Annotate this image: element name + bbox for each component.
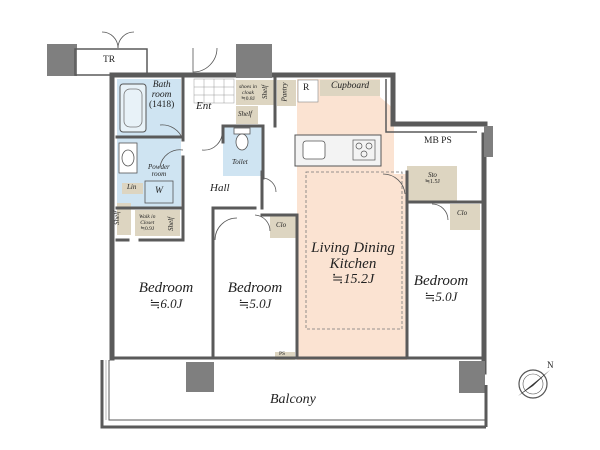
bedroom-2-name: Bedroom <box>227 280 283 296</box>
ldk-label: Living Dining Kitchen ≒15.2J <box>303 240 403 287</box>
balcony-label: Balcony <box>270 392 316 407</box>
shoes-cloak-fill <box>236 80 274 105</box>
bathroom-size: (1418) <box>149 99 175 110</box>
ldk-size: ≒15.2J <box>331 271 375 287</box>
ps-fill <box>275 352 295 360</box>
clo-label-bed2: Clo <box>276 221 287 229</box>
kitchen-sink <box>302 140 326 160</box>
bedroom-1-size: ≒6.0J <box>149 295 183 311</box>
powder-room-label: Powder room <box>148 163 170 179</box>
bedroom-3-name: Bedroom <box>413 273 469 289</box>
ldk-line2: Kitchen <box>329 255 377 272</box>
walkin-line2: Closet <box>140 220 155 227</box>
stove <box>352 139 376 161</box>
bathroom-line1: Bath <box>152 80 171 90</box>
bathtub <box>119 83 147 133</box>
sto-name: Sto <box>427 171 437 179</box>
shoes-size: ≒0.8J <box>241 96 255 103</box>
mb-ps-label: MB PS <box>424 136 452 146</box>
columns <box>47 44 493 393</box>
sto-fill <box>407 166 457 201</box>
ent-label: Ent <box>196 100 212 112</box>
shelf-left-fill <box>117 203 131 235</box>
bedroom-1-label: Bedroom ≒6.0J <box>126 280 206 311</box>
compass-icon <box>518 369 550 399</box>
walkin-line1: Walk in <box>139 214 156 220</box>
clo-2-fill <box>270 216 297 238</box>
shelf-label-top: Shelf <box>261 85 269 99</box>
shelf-fill <box>236 106 258 124</box>
shelf-label-walkin: Shelf <box>167 217 175 231</box>
toilet-label: Toilet <box>232 158 248 166</box>
tr-label: TR <box>103 55 116 65</box>
bedroom-1-name: Bedroom <box>138 280 194 296</box>
entrance-tiles <box>193 78 235 104</box>
trunk-room-frame <box>74 48 148 76</box>
toilet-fixture <box>233 127 251 151</box>
shoes-cloak-label: shoes in cloak ≒0.8J <box>239 84 257 102</box>
clo-label-bed3: Clo <box>457 209 468 217</box>
lin-fill <box>122 183 143 194</box>
hall-label: Hall <box>210 182 230 194</box>
cupboard-fill <box>320 80 380 96</box>
mb-ps-frame <box>385 79 477 133</box>
shelf-label-left: Shelf <box>113 211 121 225</box>
balcony-outline <box>100 360 488 429</box>
fridge-space <box>297 79 319 103</box>
linen-label: Lin <box>127 183 137 191</box>
bedroom-3-size: ≒5.0J <box>424 288 458 304</box>
sto-size: ≒1.5J <box>425 179 440 186</box>
washer-box <box>144 180 174 204</box>
bathroom-line2: room <box>151 89 172 100</box>
vanity-sink <box>118 142 138 174</box>
r-label: R <box>303 83 310 93</box>
walls <box>109 72 488 375</box>
shelf-label-entry: Shelf <box>238 110 252 118</box>
door-swings <box>101 31 449 241</box>
walkin-size: ≒0.9J <box>140 226 155 233</box>
ldk-line1: Living Dining <box>311 240 395 256</box>
ldk-dashed-area <box>305 171 403 330</box>
ps-label: PS <box>279 351 286 357</box>
shoes-line1: shoes in <box>239 84 257 90</box>
bedroom-2-size: ≒5.0J <box>238 295 272 311</box>
washer-label: W <box>155 186 163 196</box>
pantry-fill <box>277 80 296 106</box>
pantry-label: Pantry <box>280 82 289 102</box>
bathroom-label: Bath room (1418) <box>149 80 175 111</box>
powder-line1: Powder <box>148 163 170 171</box>
bedroom-3-label: Bedroom ≒5.0J <box>401 273 481 304</box>
bedroom-2-label: Bedroom ≒5.0J <box>215 280 295 311</box>
compass-n-label: N <box>547 360 554 370</box>
sto-label: Sto ≒1.5J <box>425 171 440 186</box>
cupboard-label: Cupboard <box>331 81 370 91</box>
shoes-line2: cloak <box>241 90 254 97</box>
clo-3-fill <box>450 204 480 230</box>
shelf-walkin-fill <box>166 214 179 234</box>
powder-line2: room <box>151 170 167 179</box>
walkin-closet-label: Walk in Closet ≒0.9J <box>139 214 155 232</box>
